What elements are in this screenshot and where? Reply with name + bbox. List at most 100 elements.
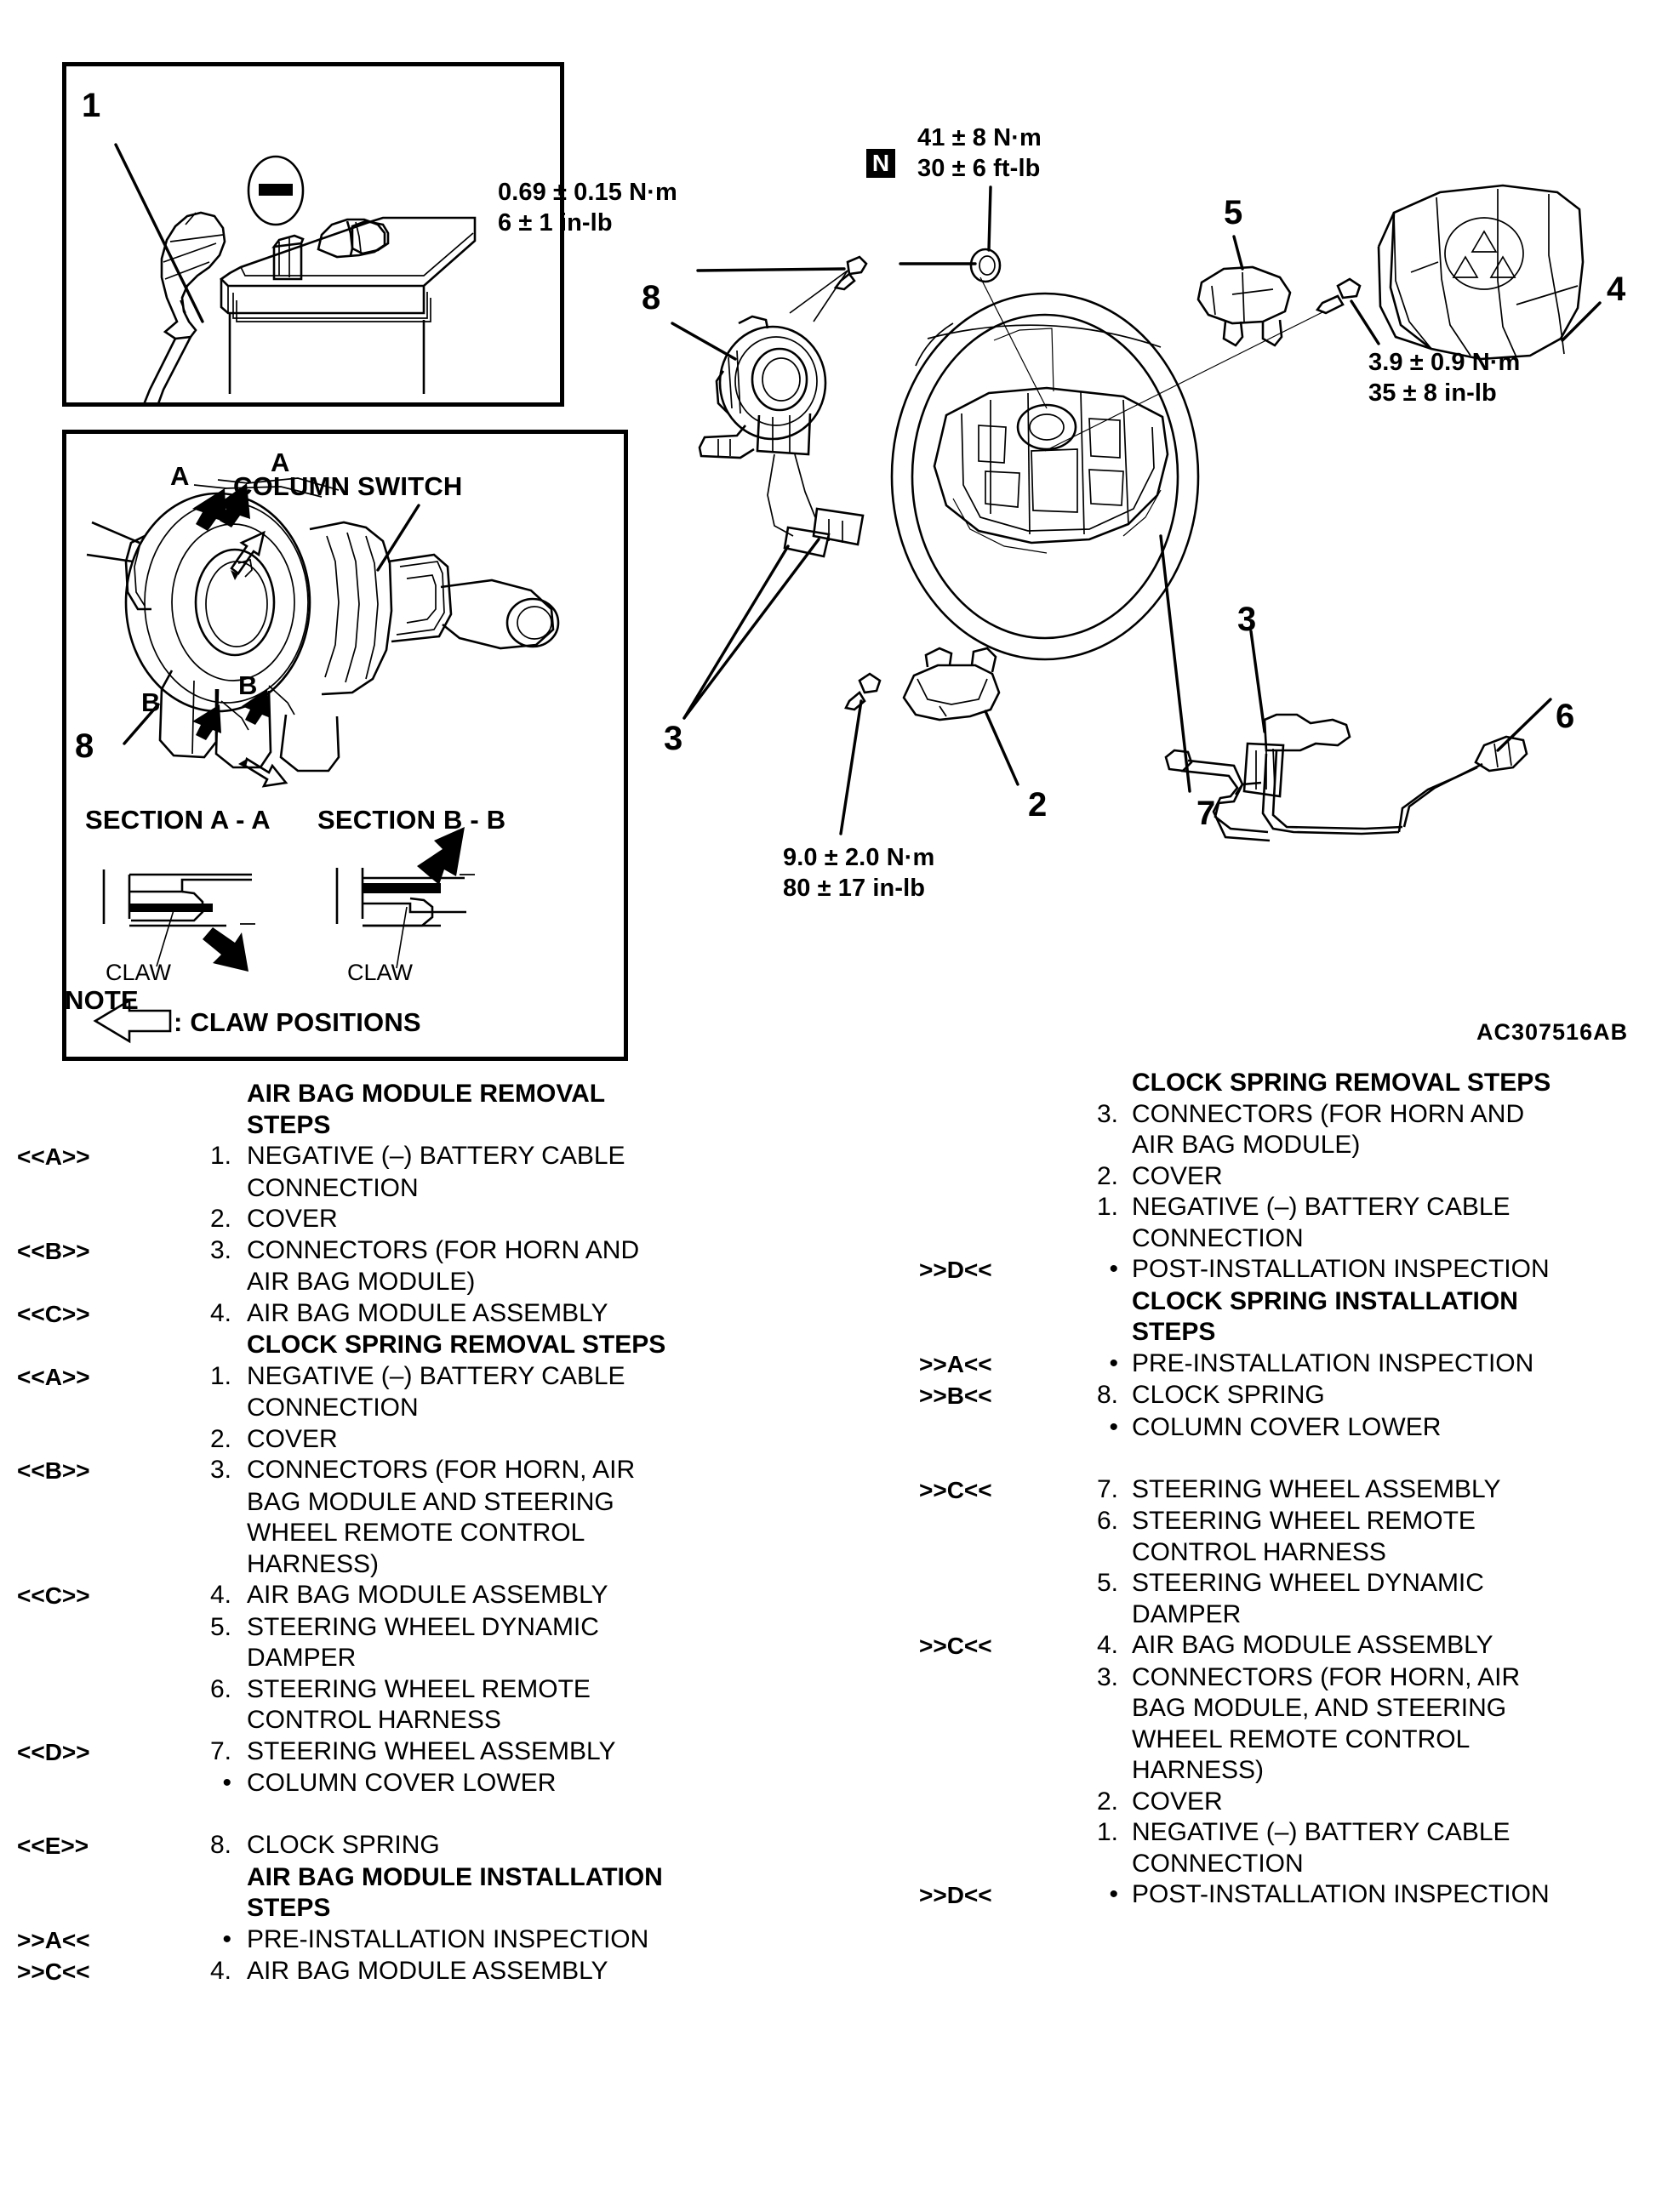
step-text: AIR BAG MODULE ASSEMBLY <box>247 1298 608 1327</box>
section-mark-a1: A <box>271 448 290 477</box>
step-marker-empty <box>851 1192 1065 1193</box>
step-row: BAG MODULE AND STEERING <box>0 1487 842 1519</box>
step-text: BAG MODULE AND STEERING <box>247 1487 614 1516</box>
figure-code: AC307516AB <box>1476 1019 1629 1045</box>
step-text: COVER <box>247 1424 338 1453</box>
step-text: COLUMN COVER LOWER <box>1132 1412 1442 1441</box>
step-text: HARNESS) <box>1132 1756 1265 1784</box>
step-marker-empty <box>851 1286 1065 1287</box>
step-row: WHEEL REMOTE CONTROL <box>0 1518 842 1549</box>
step-marker-empty <box>0 1424 170 1425</box>
step-text: AIR BAG MODULE) <box>247 1268 476 1296</box>
step-row: 3.CONNECTORS (FOR HORN AND <box>851 1099 1679 1131</box>
step-marker-empty <box>0 1110 170 1111</box>
step-marker-empty <box>851 1693 1065 1694</box>
step-text: CONNECTION <box>247 1394 419 1422</box>
step-text: COVER <box>247 1205 338 1233</box>
step-marker-empty <box>0 1487 170 1488</box>
step-number: 4. <box>209 1298 231 1327</box>
step-marker: <<C>> <box>17 1582 90 1609</box>
step-row: 2.COVER <box>0 1424 842 1456</box>
step-marker-empty <box>851 1506 1065 1507</box>
step-row: >>C<<4.AIR BAG MODULE ASSEMBLY <box>851 1630 1679 1662</box>
callout-5-dynamic-damper: 5 <box>1224 194 1243 231</box>
step-marker: <<D>> <box>17 1738 90 1765</box>
step-row: BAG MODULE, AND STEERING <box>851 1693 1679 1725</box>
step-section-heading: STEPS <box>1132 1318 1216 1346</box>
step-row: CONNECTION <box>0 1173 842 1205</box>
callout-7-steering-wheel: 7 <box>1196 795 1216 832</box>
step-text: DAMPER <box>1132 1599 1242 1628</box>
step-marker-empty <box>0 1893 170 1894</box>
step-row: >>A<<•PRE-INSTALLATION INSPECTION <box>0 1924 842 1957</box>
main-exploded-diagram: 0.69 ± 0.15 N·m 6 ± 1 in-lb 41 ± 8 N·m 3… <box>498 111 1679 970</box>
torque-clock-spring-metric: 0.69 ± 0.15 N·m <box>498 179 677 206</box>
step-text: AIR BAG MODULE ASSEMBLY <box>247 1957 608 1985</box>
torque-damper-metric: 9.0 ± 2.0 N·m <box>783 844 935 871</box>
step-row: CLOCK SPRING REMOVAL STEPS <box>851 1068 1679 1099</box>
section-a-a-title: SECTION A - A <box>85 805 271 835</box>
step-text: POST-INSTALLATION INSPECTION <box>1132 1255 1550 1283</box>
step-row: >>C<<7.STEERING WHEEL ASSEMBLY <box>851 1474 1679 1507</box>
step-number: • <box>1109 1880 1118 1908</box>
step-row: >>D<<•POST-INSTALLATION INSPECTION <box>851 1254 1679 1286</box>
claw-label-section-b: CLAW <box>347 960 414 985</box>
step-marker-empty <box>0 1612 170 1613</box>
step-text: CONNECTORS (FOR HORN, AIR <box>1132 1662 1521 1691</box>
step-text: HARNESS) <box>247 1549 380 1578</box>
step-row: 2.COVER <box>851 1787 1679 1818</box>
step-marker-empty <box>851 1223 1065 1224</box>
steering-wheel-assembly-drawing <box>671 184 1602 842</box>
step-number: 2. <box>1096 1161 1118 1190</box>
callout-4-air-bag-module: 4 <box>1607 271 1626 308</box>
step-section-heading: CLOCK SPRING REMOVAL STEPS <box>1132 1069 1551 1097</box>
step-marker: <<C>> <box>17 1300 90 1327</box>
step-number: • <box>222 1769 231 1797</box>
step-number: 7. <box>1096 1474 1118 1503</box>
step-text: CONNECTORS (FOR HORN, AIR <box>247 1456 636 1484</box>
torque-steering-nut-metric: 41 ± 8 N·m <box>917 124 1042 151</box>
section-mark-b2: B <box>141 687 161 717</box>
step-marker-empty <box>851 1568 1065 1569</box>
step-row: CLOCK SPRING REMOVAL STEPS <box>0 1330 842 1361</box>
step-text: STEERING WHEEL DYNAMIC <box>247 1612 599 1641</box>
step-marker-empty <box>0 1518 170 1519</box>
step-section-heading: CLOCK SPRING REMOVAL STEPS <box>247 1331 666 1359</box>
torque-air-bag-imperial: 35 ± 8 in-lb <box>1368 379 1497 407</box>
step-number: 2. <box>209 1205 231 1233</box>
step-section-heading: STEPS <box>247 1894 331 1922</box>
step-row: <<A>>1.NEGATIVE (–) BATTERY CABLE <box>0 1361 842 1394</box>
step-text: AIR BAG MODULE) <box>1132 1131 1361 1159</box>
step-number: 8. <box>1096 1381 1118 1409</box>
step-row: STEPS <box>0 1110 842 1142</box>
step-marker: <<E>> <box>17 1833 89 1859</box>
step-marker-empty <box>0 1643 170 1644</box>
torque-clock-spring-imperial: 6 ± 1 in-lb <box>498 209 613 237</box>
step-section-heading: CLOCK SPRING INSTALLATION <box>1132 1286 1518 1315</box>
step-marker-empty <box>0 1079 170 1080</box>
step-row: WHEEL REMOTE CONTROL <box>851 1725 1679 1756</box>
claw-label-section-a: CLAW <box>106 960 172 985</box>
step-number: • <box>222 1924 231 1953</box>
step-marker-empty <box>0 1204 170 1205</box>
column-switch-label: COLUMN SWITCH <box>233 471 463 501</box>
step-marker-empty <box>0 1330 170 1331</box>
step-number: 4. <box>1096 1631 1118 1659</box>
step-text: WHEEL REMOTE CONTROL <box>247 1519 585 1547</box>
step-row: CONNECTION <box>0 1393 842 1424</box>
section-b-b-title: SECTION B - B <box>317 805 506 835</box>
step-row: >>A<<•PRE-INSTALLATION INSPECTION <box>851 1348 1679 1381</box>
step-marker-empty <box>0 1705 170 1706</box>
step-row: <<B>>3.CONNECTORS (FOR HORN, AIR <box>0 1455 842 1487</box>
step-text: NEGATIVE (–) BATTERY CABLE <box>1132 1818 1511 1846</box>
step-text: NEGATIVE (–) BATTERY CABLE <box>247 1142 625 1170</box>
step-marker-empty <box>851 1317 1065 1318</box>
step-row: •COLUMN COVER LOWER <box>0 1768 842 1799</box>
step-row: >>D<<•POST-INSTALLATION INSPECTION <box>851 1879 1679 1912</box>
note-title: NOTE <box>65 985 139 1015</box>
step-section-heading: AIR BAG MODULE REMOVAL <box>247 1080 606 1108</box>
step-text: STEERING WHEEL DYNAMIC <box>1132 1569 1484 1597</box>
step-marker-empty <box>851 1412 1065 1413</box>
step-row: CONTROL HARNESS <box>0 1705 842 1736</box>
step-row: 1.NEGATIVE (–) BATTERY CABLE <box>851 1817 1679 1849</box>
